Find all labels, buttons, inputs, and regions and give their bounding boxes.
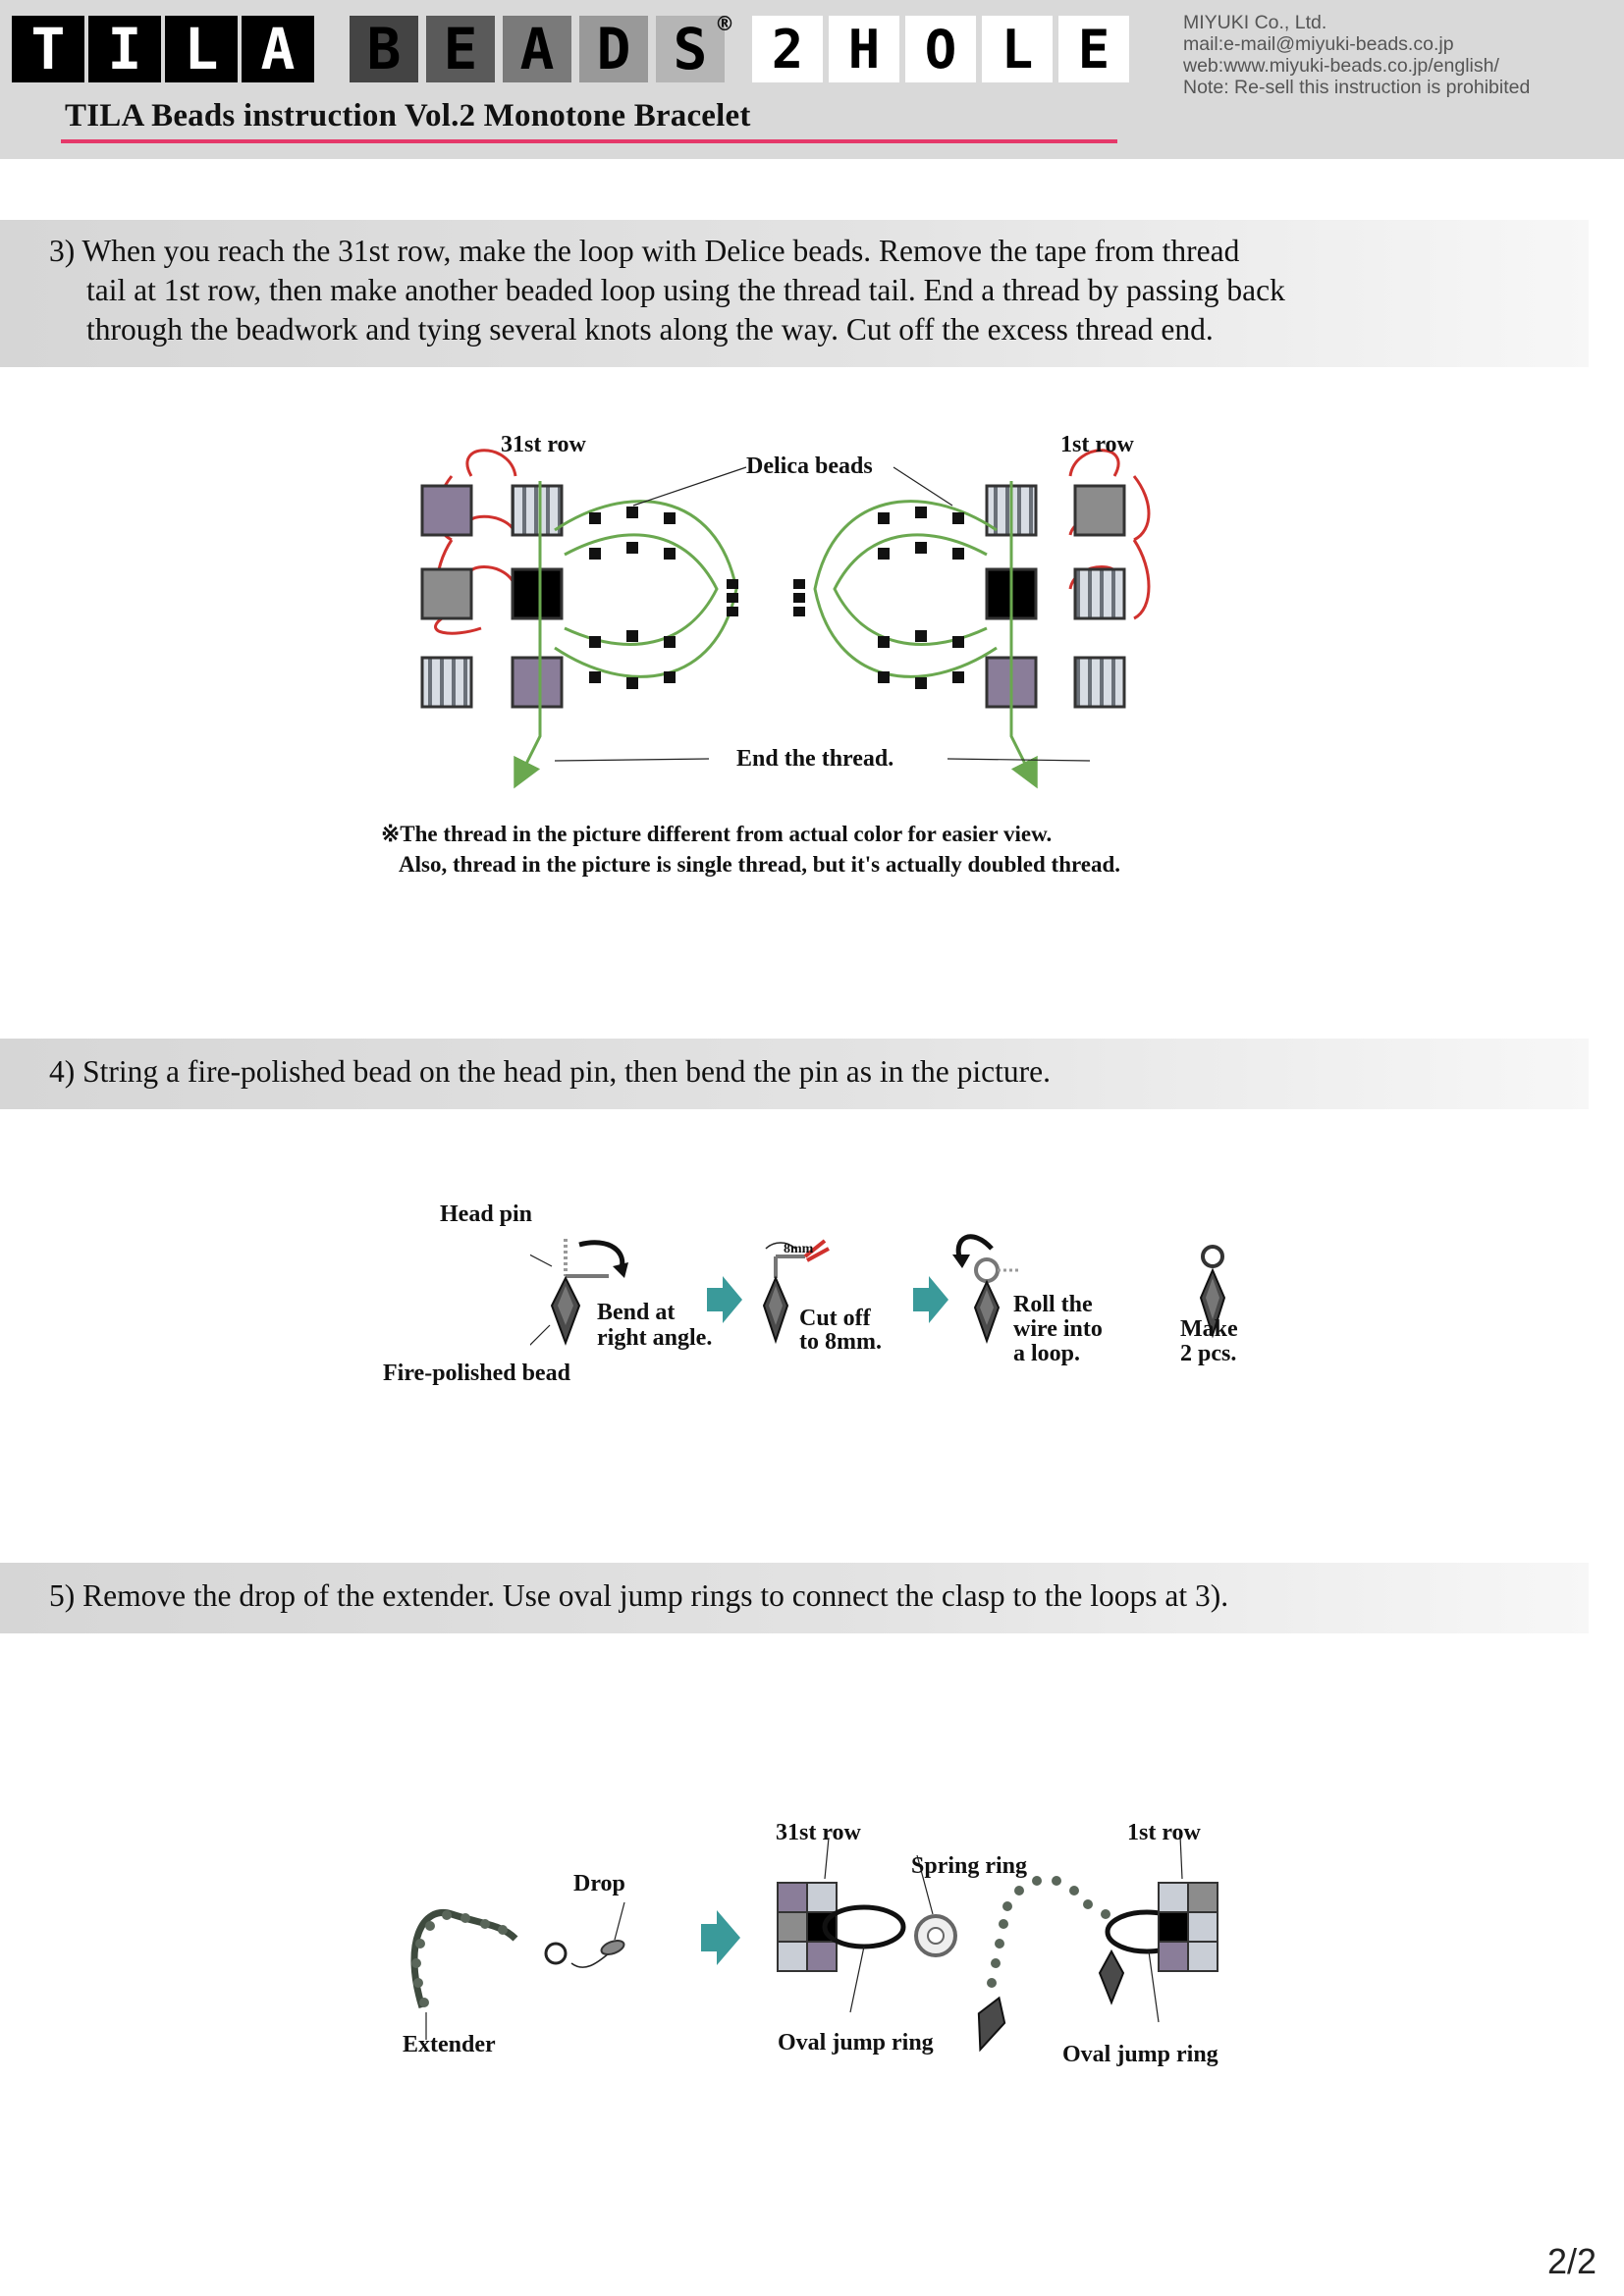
step3-bar — [0, 220, 1589, 367]
logo-beads-letter: S — [656, 16, 725, 82]
logo-tila-letter: T — [12, 16, 84, 82]
logo-hole-letter: 2 — [752, 16, 823, 82]
label-make-line-2: 2 pcs. — [1180, 1341, 1237, 1366]
logo-hole-letter: H — [829, 16, 899, 82]
left-bead-block — [420, 449, 738, 789]
label-end-thread: End the thread. — [736, 746, 894, 772]
logo-hole-letter: O — [905, 16, 976, 82]
company-mail: mail:e-mail@miyuki-beads.co.jp — [1183, 33, 1454, 55]
label-delica-beads: Delica beads — [746, 454, 873, 479]
label-make-line-1: Make — [1180, 1316, 1238, 1342]
company-info: MIYUKI Co., Ltd. mail:e-mail@miyuki-bead… — [1183, 12, 1530, 98]
label-fire-polished-bead: Fire-polished bead — [383, 1361, 570, 1386]
label-cut-line-2: to 8mm. — [799, 1329, 882, 1355]
step3-note-line-1: ※The thread in the picture different fro… — [381, 822, 1053, 846]
step3-note-line-2: Also, thread in the picture is single th… — [399, 852, 1121, 877]
step3-line-3: through the beadwork and tying several k… — [86, 312, 1214, 347]
label-cut-line-1: Cut off — [799, 1306, 871, 1331]
step5-bar — [0, 1563, 1589, 1633]
logo-tila-letter: L — [165, 16, 238, 82]
company-name: MIYUKI Co., Ltd. — [1183, 12, 1327, 33]
logo-beads-letter: D — [579, 16, 648, 82]
label-31st-row-clasp: 31st row — [776, 1820, 861, 1845]
registered-mark: ® — [715, 12, 734, 35]
label-31st-row: 31st row — [501, 432, 586, 457]
logo-tila-letter: I — [88, 16, 161, 82]
step5-diagram — [410, 1835, 1218, 2053]
label-spring-ring: Spring ring — [911, 1853, 1028, 1879]
logo-beads-letter: A — [503, 16, 571, 82]
company-web: web:www.miyuki-beads.co.jp/english/ — [1183, 55, 1499, 77]
logo-tila-letter: A — [242, 16, 314, 82]
label-bend-line-2: right angle. — [597, 1325, 713, 1351]
step3-line-1: 3) When you reach the 31st row, make the… — [49, 234, 1240, 268]
page-number: 2/2 — [1546, 2241, 1597, 2281]
label-1st-row-clasp: 1st row — [1127, 1820, 1201, 1845]
step5-text: 5) Remove the drop of the extender. Use … — [49, 1578, 1229, 1613]
label-8mm: 8mm — [784, 1242, 814, 1256]
logo-hole-letter: L — [982, 16, 1053, 82]
label-roll-line-2: wire into — [1013, 1316, 1103, 1342]
step4-diagram — [530, 1234, 1226, 1346]
label-head-pin: Head pin — [440, 1201, 533, 1227]
label-drop: Drop — [573, 1871, 625, 1896]
title-underline — [61, 139, 1117, 143]
step4-bar — [0, 1039, 1589, 1109]
company-note: Note: Re-sell this instruction is prohib… — [1183, 77, 1531, 98]
step3-line-2: tail at 1st row, then make another beade… — [86, 273, 1285, 307]
logo-beads-letter: E — [426, 16, 495, 82]
step3-diagram — [420, 449, 1151, 789]
logo-beads-letter: B — [350, 16, 418, 82]
label-oval-jump-ring-left: Oval jump ring — [778, 2030, 934, 2056]
label-oval-jump-ring-right: Oval jump ring — [1062, 2042, 1218, 2067]
label-roll-line-3: a loop. — [1013, 1341, 1081, 1366]
page-title: TILA Beads instruction Vol.2 Monotone Br… — [65, 98, 751, 133]
right-bead-block — [793, 449, 1151, 789]
label-1st-row: 1st row — [1060, 432, 1134, 457]
step4-text: 4) String a fire-polished bead on the he… — [49, 1054, 1051, 1089]
label-extender: Extender — [403, 2032, 496, 2057]
label-bend-line-1: Bend at — [597, 1300, 676, 1325]
logo-hole-letter: E — [1058, 16, 1129, 82]
label-roll-line-1: Roll the — [1013, 1292, 1093, 1317]
